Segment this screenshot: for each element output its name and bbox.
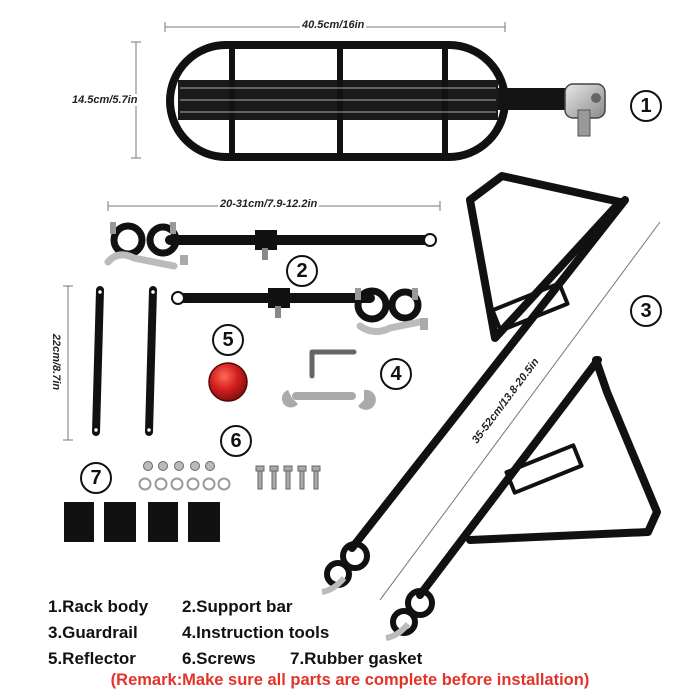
rack-width-label: 14.5cm/5.7in [70, 94, 140, 106]
legend-item-rubber-gasket: 7.Rubber gasket [290, 649, 423, 668]
legend-item-support-bar: 2.Support bar [182, 597, 293, 616]
rack-length-label: 40.5cm/16in [300, 19, 367, 31]
reflector [208, 362, 248, 402]
marker-2: 2 [286, 255, 318, 287]
marker-3: 3 [630, 295, 662, 327]
legend-item-reflector: 5.Reflector [48, 649, 136, 668]
marker-5: 5 [212, 324, 244, 356]
instruction-tools [281, 349, 376, 410]
marker-1: 1 [630, 90, 662, 122]
marker-7: 7 [80, 462, 112, 494]
legend-item-guardrail: 3.Guardrail [48, 623, 138, 642]
legend-item-screws: 6.Screws [182, 649, 256, 668]
legend-item-rack-body: 1.Rack body [48, 597, 149, 616]
rubber-gaskets [64, 502, 220, 542]
screws [138, 461, 321, 491]
legend-row: 1.Rack body 2.Support bar [48, 594, 422, 620]
rack-body [166, 41, 606, 161]
legend-row: 3.Guardrail 4.Instruction tools [48, 620, 422, 646]
short-bar-length-label: 22cm/8.7in [50, 331, 63, 393]
parts-legend: 1.Rack body 2.Support bar 3.Guardrail 4.… [48, 594, 422, 672]
marker-6: 6 [220, 425, 252, 457]
legend-row: 5.Reflector 6.Screws 7.Rubber gasket [48, 646, 422, 672]
support-bar-lower [171, 287, 428, 335]
legend-item-instruction-tools: 4.Instruction tools [182, 623, 330, 642]
guardrail-clamps [321, 541, 435, 641]
guardrail-lower [416, 356, 661, 599]
short-bars [92, 286, 157, 436]
marker-4: 4 [380, 358, 412, 390]
guardrail-upper [348, 172, 629, 552]
remark-text: (Remark:Make sure all parts are complete… [110, 671, 590, 689]
support-bar-upper [104, 222, 437, 270]
support-bar-length-label: 20-31cm/7.9-12.2in [218, 198, 320, 210]
